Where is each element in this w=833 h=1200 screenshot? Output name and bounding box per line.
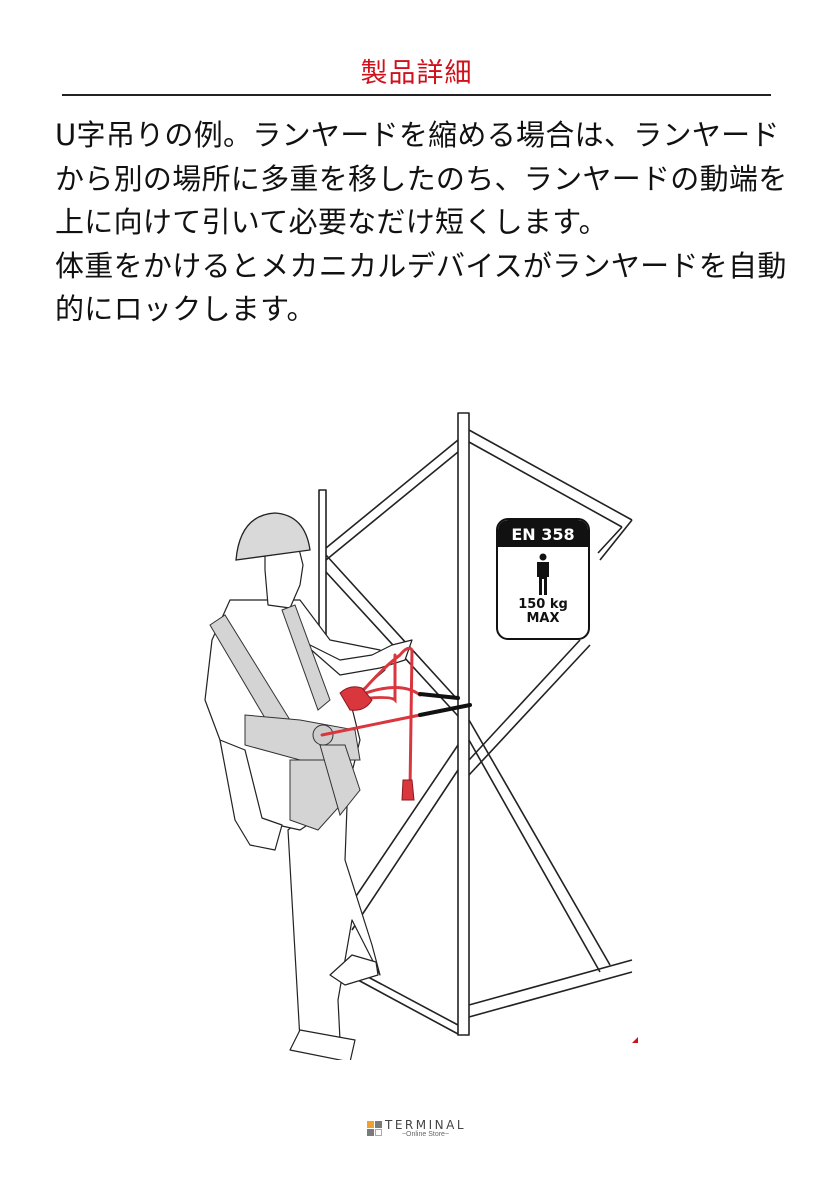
title-divider — [62, 94, 771, 96]
badge-max-label: MAX — [526, 611, 560, 626]
logo-grid-icon — [367, 1121, 382, 1136]
logo-subtitle: ~Online Store~ — [401, 1131, 450, 1138]
helmet-icon — [235, 512, 311, 561]
store-logo: TERMINAL ~Online Store~ — [367, 1119, 466, 1141]
person-icon — [537, 553, 549, 595]
logo-wordmark: TERMINAL — [385, 1118, 467, 1132]
product-illustration — [204, 412, 633, 1060]
description-paragraph-1: U字吊りの例。ランヤードを縮める場合は、ランヤードから別の場所に多重を移したのち… — [55, 118, 788, 239]
description-text: U字吊りの例。ランヤードを縮める場合は、ランヤードから別の場所に多重を移したのち… — [55, 114, 795, 332]
badge-weight-label: 150 kg — [518, 597, 568, 612]
red-corner-mark — [632, 1037, 638, 1043]
en358-rating-badge: EN 358 150 kg MAX — [496, 518, 590, 640]
page-title: 製品詳細 — [360, 58, 473, 89]
description-paragraph-2: 体重をかけるとメカニカルデバイスがランヤードを自動的にロックします。 — [55, 248, 787, 327]
badge-standard-label: EN 358 — [498, 520, 588, 547]
